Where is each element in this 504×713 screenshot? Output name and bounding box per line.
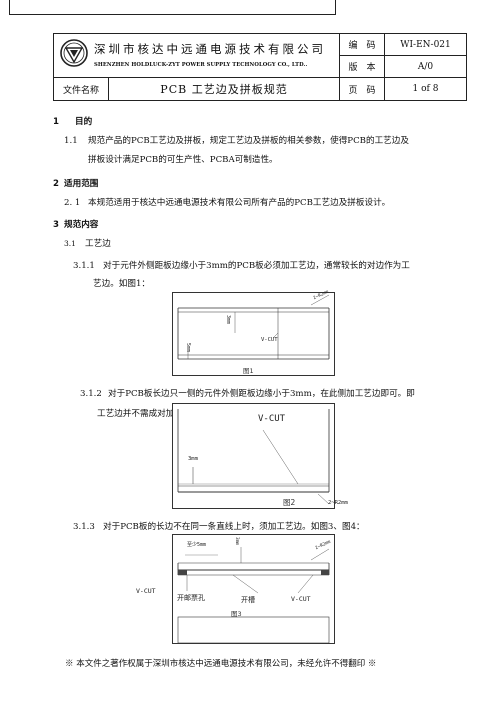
figure-2-radius-label: 2~R2mm	[328, 500, 348, 506]
figure-2-dim-3mm: 3mm	[188, 456, 198, 462]
figure-2: V-CUT 3mm 2~R2mm 图2	[172, 403, 348, 509]
section-1-1-number: 1.1	[64, 136, 78, 146]
figure-3-slot-label: 开槽	[241, 596, 255, 604]
section-1-1-text: 规范产品的PCB工艺边及拼板，规定工艺边及拼板的相关参数，使得PCB的工艺边及	[88, 136, 409, 146]
version-value: A/0	[384, 55, 467, 78]
section-2-1-text: 本规范适用于核达中远通电源技术有限公司所有产品的PCB工艺边及拼板设计。	[88, 198, 391, 208]
figure-1-vcut-label: V-CUT	[261, 337, 278, 343]
company-name-cn: 深圳市核达中远通电源技术有限公司	[94, 42, 326, 56]
code-label: 编 码	[339, 33, 385, 56]
figure-1-dim-5mm: 5mm	[185, 343, 191, 353]
section-1-title: 目的	[75, 117, 93, 127]
section-1-1-text-cont: 拼板设计满足PCB的可生产性、PCBA可制造性。	[88, 155, 278, 165]
section-3-1-3-number: 3.1.3	[73, 522, 95, 532]
page-value: 1 of 8	[384, 77, 467, 101]
docname-label: 文件名称	[54, 78, 109, 100]
section-3-number: 3	[53, 220, 59, 230]
code-value: WI-EN-021	[384, 33, 467, 56]
figure-3-min5-label: 至少5mm	[187, 542, 207, 548]
section-3-1-1-text-cont: 艺边。如图1：	[93, 279, 151, 289]
figure-3-dim-3mm: 3mm	[234, 537, 239, 546]
docname-value: PCB 工艺边及拼板规范	[160, 83, 288, 96]
figure-3: 至少5mm 3mm 2~R2mm V-CUT 开邮票孔 开槽 V-CUT 图3	[136, 534, 335, 644]
section-3-1-2-text: 对于PCB板长边只一侧的元件外侧距板边缘小于3mm，在此侧加工艺边即可。即	[108, 389, 415, 399]
figure-3-drawing	[177, 547, 330, 643]
copyright-notice: ※ 本文件之著作权属于深圳市核达中远通电源技术有限公司，未经允许不得翻印 ※	[65, 659, 377, 669]
figure-2-caption: 图2	[283, 498, 296, 507]
company-logo-icon	[60, 39, 88, 67]
section-3-1-title: 工艺边	[85, 239, 111, 249]
section-2-number: 2	[53, 179, 59, 189]
section-2-1-number: 2. 1	[64, 198, 81, 208]
section-3-title: 规范内容	[64, 220, 99, 230]
figure-1-caption: 图1	[243, 367, 254, 375]
figure-1-dim-3mm: 3mm	[225, 315, 231, 325]
figure-2-vcut-label: V-CUT	[258, 414, 286, 424]
figure-2-drawing	[177, 409, 330, 505]
company-cell: 深圳市核达中远通电源技术有限公司 SHENZHEN HOLDLUCK-ZYT P…	[53, 33, 340, 78]
figure-3-stamp-hole-label: 开邮票孔	[177, 594, 205, 602]
figure-3-vcut-right: V-CUT	[291, 595, 311, 603]
document-header-table: 深圳市核达中远通电源技术有限公司 SHENZHEN HOLDLUCK-ZYT P…	[53, 33, 467, 101]
section-2-title: 适用范围	[64, 179, 99, 189]
section-3-1-1-text: 对于元件外侧距板边缘小于3mm的PCB板必须加工艺边，通常较长的对边作为工	[103, 261, 410, 271]
top-frame	[9, 0, 336, 15]
section-3-1-2-number: 3.1.2	[80, 389, 102, 399]
figure-1-drawing	[177, 294, 330, 360]
page-label: 页 码	[339, 77, 385, 101]
version-label: 版 本	[339, 55, 385, 78]
section-1-number: 1	[53, 117, 59, 127]
section-3-1-1-number: 3.1.1	[73, 261, 95, 271]
section-3-1-number: 3.1	[64, 239, 76, 248]
docname-row: 文件名称 PCB 工艺边及拼板规范	[53, 77, 340, 101]
section-3-1-3-text: 对于PCB板的长边不在同一条直线上时，须加工艺边。如图3、图4：	[103, 522, 365, 532]
figure-3-caption: 图3	[231, 610, 242, 618]
figure-3-vcut-left: V-CUT	[136, 587, 156, 595]
figure-1: 3mm 5mm V-CUT 2~R2mm 图1	[172, 290, 335, 376]
section-3-1-2-text-cont: 工艺边并不需成对加。如图2：	[97, 409, 215, 419]
company-name-en: SHENZHEN HOLDLUCK-ZYT POWER SUPPLY TECHN…	[94, 62, 308, 68]
